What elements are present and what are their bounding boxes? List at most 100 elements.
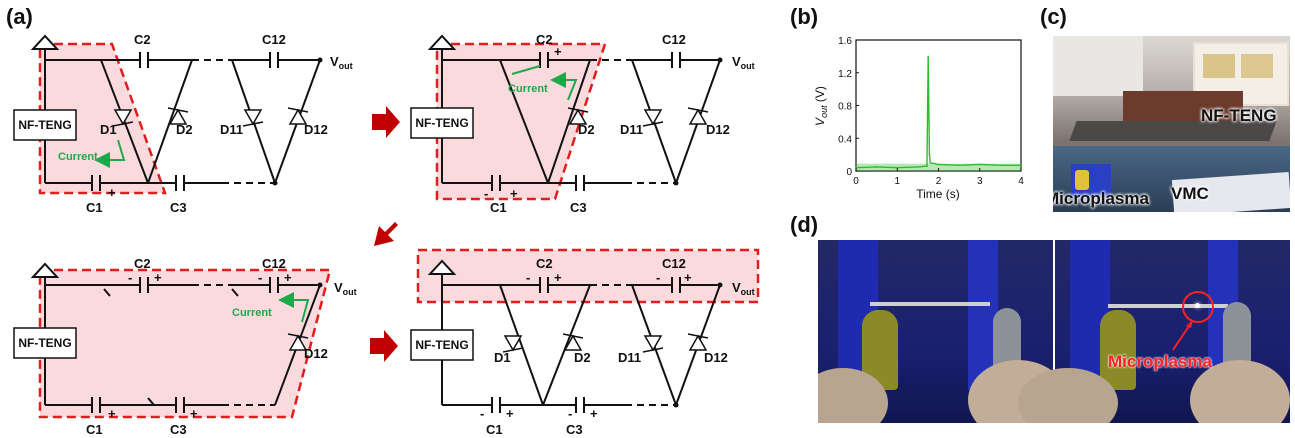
svg-text:+: +: [154, 270, 162, 285]
svg-text:Current: Current: [232, 307, 272, 319]
svg-text:+: +: [510, 186, 518, 201]
svg-text:+: +: [590, 406, 598, 421]
svg-text:D1: D1: [494, 350, 511, 365]
circuit-stage-4: NF-TENG C2 - + C12 - + Vout - + - + C1 C…: [410, 248, 760, 437]
svg-text:C3: C3: [170, 422, 187, 437]
photo-c: NF-TENG VMC Microplasma: [1053, 36, 1290, 212]
x-tick-label: 1: [894, 176, 900, 187]
highlight-region: [38, 42, 167, 195]
svg-text:D12: D12: [304, 122, 328, 137]
data-point: [958, 164, 960, 167]
data-point: [875, 166, 878, 168]
flow-arrow-right-1: [372, 106, 400, 138]
x-tick-label: 0: [853, 176, 859, 187]
data-point: [1020, 164, 1022, 167]
svg-text:NF-TENG: NF-TENG: [18, 336, 71, 350]
svg-text:C12: C12: [662, 256, 686, 271]
noise-band: [856, 163, 1021, 171]
svg-text:+: +: [284, 270, 292, 285]
antenna-icon: [30, 34, 60, 50]
photo-c-label-vmc: VMC: [1171, 184, 1209, 203]
svg-text:+: +: [190, 406, 198, 421]
svg-text:Current: Current: [508, 83, 548, 95]
circuit-stage-2: NF-TENG C2 + C12 Vout - + C1 C3 D2: [410, 32, 755, 215]
svg-text:D12: D12: [704, 350, 728, 365]
teng-box: [13, 109, 77, 141]
circuit-stage-3: NF-TENG C2 - + C12 - + Vout C1 C3 + +: [13, 256, 357, 437]
x-ticks: 0 1 2 3 4: [853, 168, 1024, 187]
y-tick-label: 1.6: [838, 36, 852, 47]
flow-arrow-right-2: [370, 330, 398, 362]
svg-text:C12: C12: [662, 32, 686, 47]
x-tick-label: 2: [936, 176, 942, 187]
photo-d: Microplasma: [818, 240, 1290, 423]
data-point: [978, 163, 981, 166]
data-point: [928, 153, 931, 156]
photo-d-label: Microplasma: [1108, 352, 1212, 371]
teng-label: NF-TENG: [18, 118, 71, 132]
svg-text:NF-TENG: NF-TENG: [415, 116, 468, 130]
svg-text:D2: D2: [574, 350, 591, 365]
label-c1: C1: [86, 200, 103, 215]
svg-text:Vout: Vout: [334, 280, 357, 297]
svg-text:-: -: [128, 270, 132, 285]
plasma-circle: [1182, 291, 1214, 323]
data-point: [917, 166, 919, 168]
svg-text:Current: Current: [58, 151, 98, 163]
svg-text:C3: C3: [566, 422, 583, 437]
circuit-stage-1: NF-TENG C2 C12 Vout C1 C3 +: [13, 32, 353, 215]
data-point: [927, 55, 929, 58]
svg-text:-: -: [656, 270, 660, 285]
svg-text:Vout: Vout: [732, 54, 755, 71]
svg-text:-: -: [568, 406, 572, 421]
photo-c-label-plasma: Microplasma: [1053, 189, 1149, 208]
svg-text:-: -: [480, 406, 484, 421]
svg-text:-: -: [526, 270, 530, 285]
data-point: [929, 162, 932, 164]
svg-text:C2: C2: [134, 256, 151, 271]
svg-text:D12: D12: [304, 346, 328, 361]
svg-text:D11: D11: [618, 350, 641, 365]
y-tick-label: 0.4: [838, 134, 852, 145]
y-tick-label: 1.2: [838, 69, 852, 80]
label-c2: C2: [134, 32, 151, 47]
label-c12: C12: [262, 32, 286, 47]
panel-label-a: (a): [6, 4, 33, 29]
svg-text:D12: D12: [706, 122, 730, 137]
svg-text:+: +: [684, 270, 692, 285]
y-axis-label: Vout (V): [813, 86, 829, 126]
svg-text:D2: D2: [578, 122, 595, 137]
svg-text:+: +: [554, 270, 562, 285]
svg-text:C2: C2: [536, 256, 553, 271]
x-tick-label: 3: [977, 176, 983, 187]
x-axis-label: Time (s): [916, 187, 960, 201]
panel-label-b: (b): [790, 4, 818, 29]
svg-text:D11: D11: [220, 122, 243, 137]
svg-text:Vout: Vout: [330, 54, 353, 71]
x-tick-label: 4: [1018, 176, 1024, 187]
svg-text:C3: C3: [570, 200, 587, 215]
svg-text:-: -: [258, 270, 262, 285]
y-tick-label: 0: [846, 167, 852, 178]
panel-label-c: (c): [1040, 4, 1067, 29]
data-point: [999, 164, 1002, 167]
photo-c-label-teng: NF-TENG: [1201, 106, 1277, 125]
svg-text:-: -: [484, 186, 488, 201]
svg-text:D1: D1: [100, 122, 117, 137]
panel-label-d: (d): [790, 212, 818, 237]
svg-text:C1: C1: [486, 422, 503, 437]
svg-text:D11: D11: [620, 122, 643, 137]
y-ticks: 00.40.81.21.6: [838, 36, 859, 178]
svg-text:+: +: [108, 406, 116, 421]
svg-text:D2: D2: [176, 122, 193, 137]
svg-text:+: +: [108, 185, 116, 200]
label-c3: C3: [170, 200, 187, 215]
svg-text:C2: C2: [536, 32, 553, 47]
plot-area: [855, 39, 1022, 172]
svg-text:C1: C1: [86, 422, 103, 437]
data-point: [937, 163, 940, 166]
svg-text:+: +: [554, 44, 562, 59]
svg-text:+: +: [506, 406, 514, 421]
